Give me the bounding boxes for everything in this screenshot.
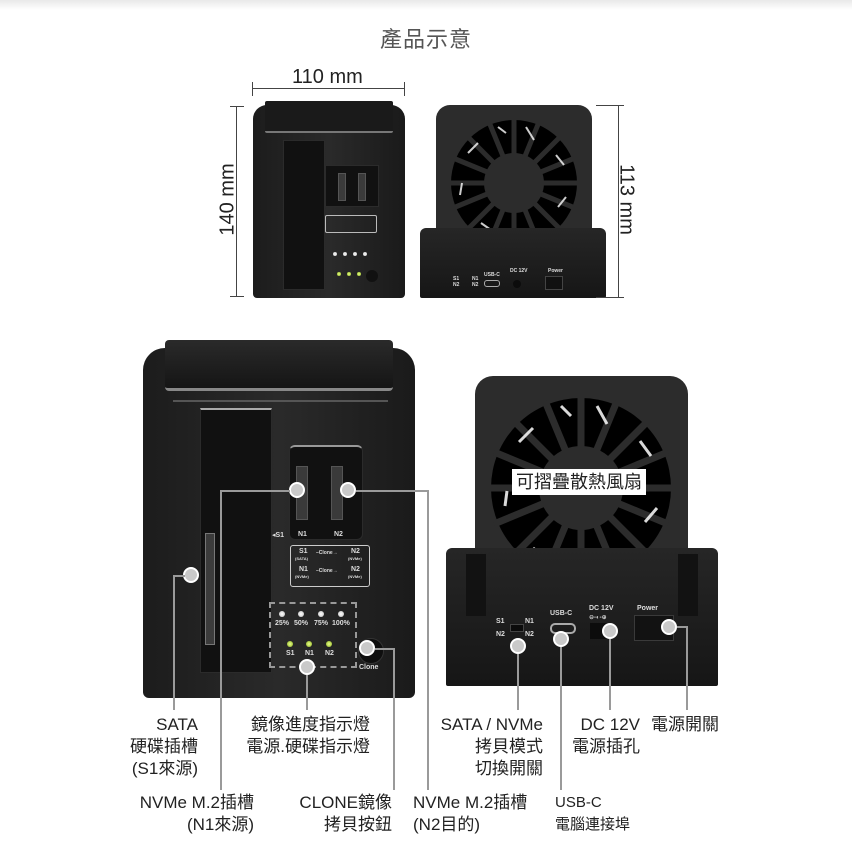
height-tick-top-left: [230, 106, 244, 107]
status-led-s1: [287, 641, 293, 647]
callout-usb-c: USB-C 電腦連接埠: [555, 794, 631, 833]
fan-back-view-small: [436, 105, 592, 255]
clone-mode-legend: S1 (SATA) –Clone→ N2 (NVMe) N1 (NVMe) –C…: [290, 545, 370, 587]
width-dimension-tick-left: [252, 82, 253, 96]
device-top-view-small: [253, 101, 405, 298]
callout-dot-switch: [510, 638, 526, 654]
callout-leds: 鏡像進度指示燈 電源.硬碟指示燈: [246, 715, 370, 756]
folded-fan-housing: [165, 340, 393, 391]
progress-led-50: [298, 611, 304, 617]
dc-label: DC 12V: [589, 605, 614, 612]
callout-dot-n2: [340, 482, 356, 498]
slot-label-n2: N2: [334, 531, 343, 538]
clone-button-label: Clone: [359, 664, 379, 671]
slot-label-n1: N1: [298, 531, 307, 538]
callout-dot-leds: [299, 659, 315, 675]
usb-c-label: USB-C: [550, 610, 573, 617]
top-shadow-bar: [0, 0, 852, 10]
status-led-n1: [306, 641, 312, 647]
callout-dot-sata: [183, 567, 199, 583]
device-top-view-large: ◂S1 N1 N2 S1 (SATA) –Clone→ N2 (NVMe) N1…: [143, 340, 415, 698]
progress-led-100: [338, 611, 344, 617]
width-dimension-tick-right: [404, 82, 405, 96]
width-dimension-label: 110 mm: [292, 66, 363, 88]
callout-power-switch: 電源開關: [651, 715, 719, 734]
callout-dot-power: [661, 619, 677, 635]
callout-nvme-n2: NVMe M.2插槽 (N2目的): [413, 793, 528, 834]
progress-led-75: [318, 611, 324, 617]
progress-led-25: [279, 611, 285, 617]
height-dimension-line-right: [618, 105, 619, 297]
height-dimension-label-right: 113 mm: [615, 164, 638, 235]
switch-label-n2-right: N2: [525, 631, 534, 638]
mode-switch[interactable]: [510, 624, 524, 632]
callout-dot-n1: [289, 482, 305, 498]
callout-sata-slot: SATA 硬碟插槽 (S1來源): [130, 715, 198, 778]
dock-base-large: S1 N2 N1 N2 USB-C DC 12V ⊖-◐-⊕ Power: [446, 548, 718, 686]
dc-polarity-symbol: ⊖-◐-⊕: [589, 615, 607, 621]
fan-callout-label: 可摺疊散熱風扇: [512, 469, 646, 495]
height-tick-bottom-left: [230, 296, 244, 297]
height-dimension-line-left: [236, 106, 237, 296]
callout-dot-clone: [359, 640, 375, 656]
sata-connector: [205, 533, 215, 645]
slot-label-s1: ◂S1: [272, 532, 285, 539]
width-dimension-line: [252, 88, 405, 89]
callout-clone-button: CLONE鏡像 拷貝按鈕: [299, 793, 392, 834]
height-tick-bottom-right: [596, 297, 624, 298]
callout-nvme-n1: NVMe M.2插槽 (N1來源): [139, 793, 254, 834]
power-label: Power: [637, 605, 659, 612]
switch-label-n2-left: N2: [496, 631, 505, 638]
height-tick-top-right: [596, 105, 624, 106]
page-title: 產品示意: [379, 27, 472, 52]
callout-dot-dc: [602, 623, 618, 639]
status-led-n2: [326, 641, 332, 647]
switch-label-n1: N1: [525, 618, 534, 625]
switch-label-s1: S1: [496, 618, 505, 625]
callout-dc-jack: DC 12V 電源插孔: [572, 715, 640, 756]
callout-mode-switch: SATA / NVMe 拷貝模式 切換開關: [440, 715, 543, 778]
height-dimension-label-left: 140 mm: [216, 163, 239, 236]
callout-dot-usb: [553, 631, 569, 647]
